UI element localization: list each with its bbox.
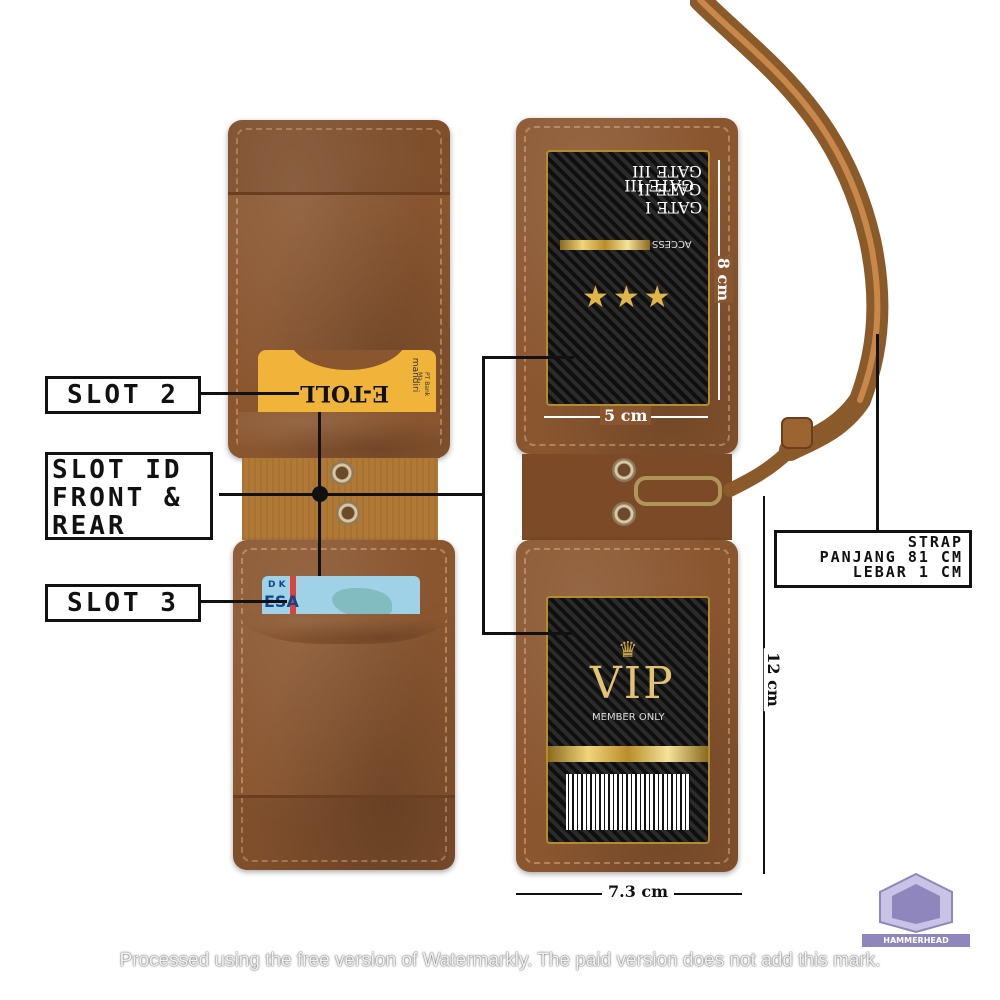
strap-line-1: STRAP [907, 533, 963, 551]
id-card-stripe-red [290, 576, 296, 634]
slot-id-line-3: REAR [52, 511, 127, 541]
left-wallet-top-panel [228, 120, 450, 458]
right-bracket-top [482, 356, 574, 359]
strap [690, 0, 889, 497]
hammerhead-logo: HAMMERHEAD [862, 872, 970, 952]
vip-card: ♛ VIP MEMBER ONLY [546, 596, 710, 844]
watermark-text: Processed using the free version of Wate… [119, 950, 881, 971]
access-stars: ★★★ [582, 280, 675, 315]
strap-line-3: LEBAR 1 CM [852, 563, 963, 581]
right-bracket-bottom [482, 632, 574, 635]
strap-pointer [876, 334, 879, 530]
etoll-card: E-TOLL mandiri PT Bank Ma [258, 350, 436, 414]
snap-button-bottom [336, 501, 360, 525]
card-width-label: 5 cm [600, 406, 652, 425]
etoll-title: E-TOLL [300, 380, 390, 406]
card-height-label: 8 cm [714, 255, 734, 304]
etoll-pocket-curve [288, 350, 408, 370]
slot3-label: SLOT 3 [45, 584, 201, 622]
grommet-bottom [612, 502, 636, 526]
grommet-top [612, 458, 636, 482]
strap-edge [697, 0, 881, 403]
slot2-pointer [201, 392, 299, 395]
crown-icon: ♛ [618, 638, 638, 663]
vip-subtitle: MEMBER ONLY [592, 712, 665, 723]
strap-band [690, 0, 889, 461]
etoll-pocket [238, 412, 440, 458]
clip-hook [634, 476, 722, 506]
slot2-label: SLOT 2 [45, 376, 201, 414]
slot3-pointer [201, 600, 287, 603]
center-vertical-pointer [318, 412, 321, 576]
id-card-text-2: D K [268, 580, 286, 590]
vip-gold-bar [548, 746, 708, 762]
hammerhead-logo-icon [879, 872, 953, 934]
stitch-line [524, 548, 730, 864]
bottom-band [233, 795, 455, 870]
etoll-sub: PT Bank Ma [416, 372, 430, 397]
stitch-line [241, 548, 447, 862]
slot-id-line-1: SLOT ID [52, 455, 183, 485]
strap-line-2: PANJANG 81 CM [819, 548, 963, 566]
strap-label: STRAP PANJANG 81 CM LEBAR 1 CM [774, 530, 972, 588]
slot-id-line-2: FRONT & [52, 483, 183, 513]
slot-id-pointer [219, 493, 485, 496]
vip-title: VIP [590, 658, 675, 709]
snap-button-top [330, 461, 354, 485]
slot-id-label: SLOT ID FRONT & REAR [45, 452, 213, 540]
holder-width-label: 7.3 cm [602, 882, 675, 901]
access-gold-bar [560, 240, 650, 250]
right-bracket-vertical [482, 356, 485, 634]
strap-tail [723, 443, 797, 497]
top-band [228, 120, 450, 195]
access-card: GATE III GATE I GATE II GATE III ACCESS … [546, 150, 710, 406]
access-heading: ACCESS [652, 238, 692, 249]
holder-height-label: 12 cm [763, 648, 783, 711]
hammerhead-logo-text: HAMMERHEAD [862, 934, 970, 947]
barcode [566, 774, 690, 830]
strap-loop [781, 417, 813, 449]
